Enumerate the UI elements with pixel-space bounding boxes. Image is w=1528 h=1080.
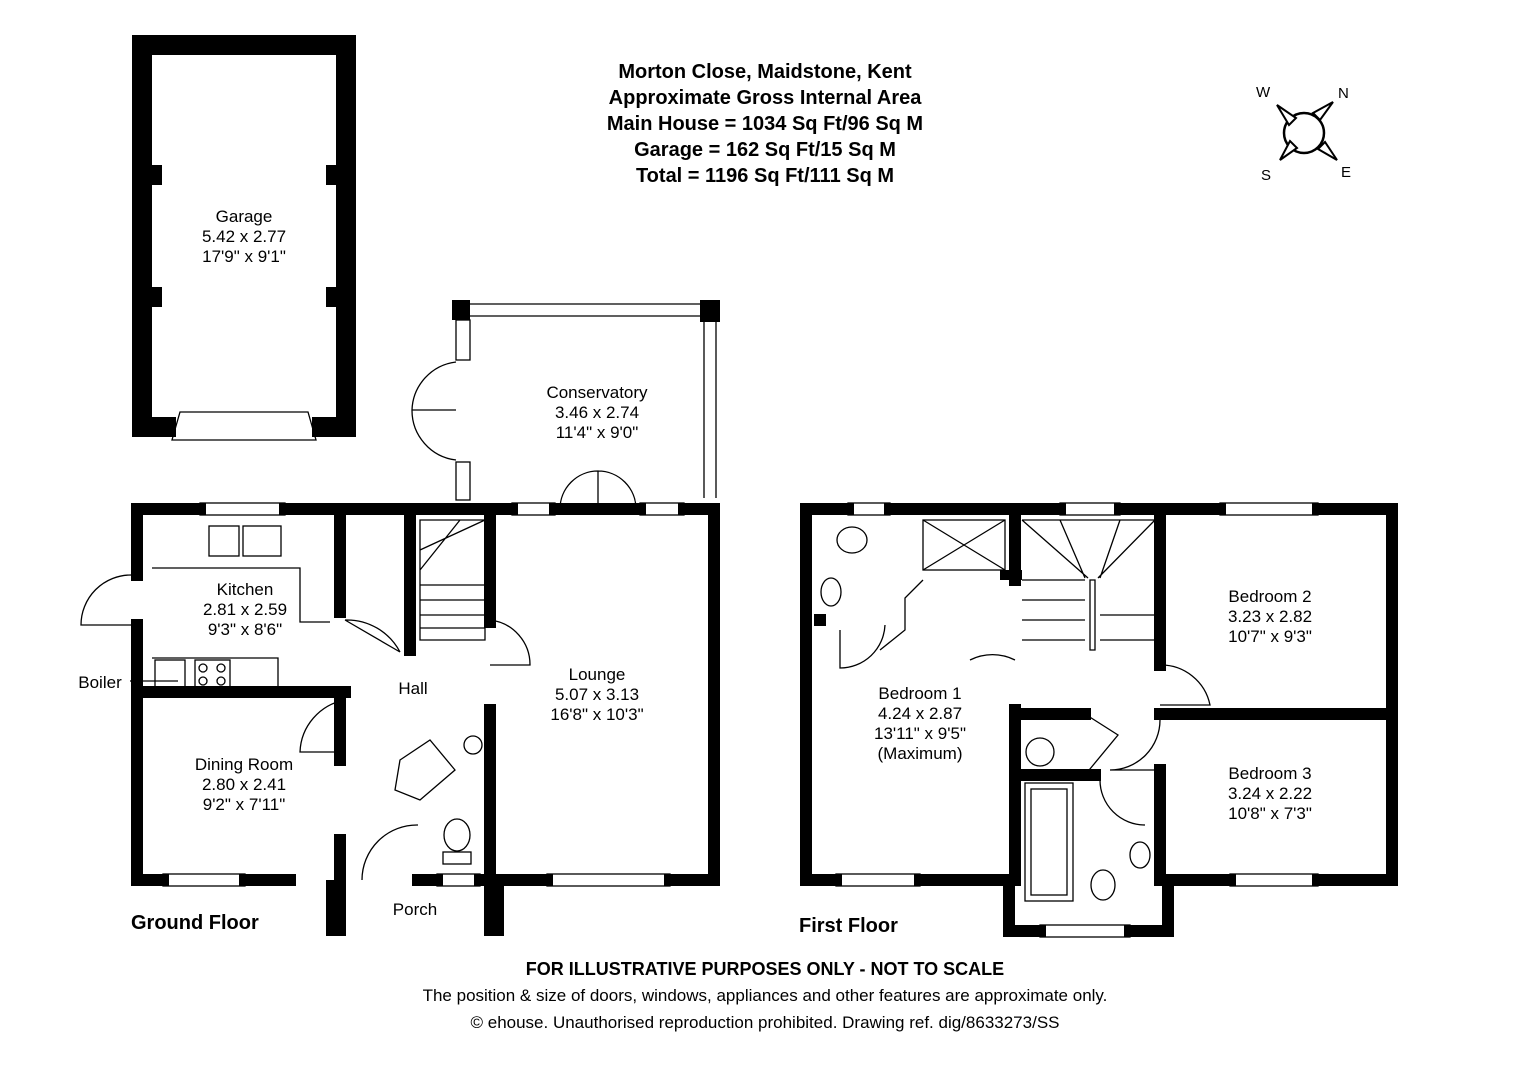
bedroom1-note: (Maximum) [878, 744, 963, 763]
compass-west: W [1256, 84, 1271, 101]
compass-south: S [1261, 167, 1271, 184]
disclaimer: FOR ILLUSTRATIVE PURPOSES ONLY - NOT TO … [526, 959, 1004, 979]
garage-imperial: 17'9" x 9'1" [202, 247, 286, 266]
compass-icon: W N S E [1256, 84, 1351, 184]
footer-note: The position & size of doors, windows, a… [423, 986, 1108, 1005]
compass-east: E [1341, 164, 1351, 181]
kitchen-metric: 2.81 x 2.59 [203, 600, 287, 619]
sink-icon [208, 525, 240, 557]
bedroom3-label: Bedroom 3 [1228, 764, 1311, 783]
garage-label: Garage [216, 207, 273, 226]
bath-icon [1024, 782, 1074, 902]
area-subtitle: Approximate Gross Internal Area [609, 87, 923, 109]
toilet-icon [443, 818, 471, 852]
basin-icon [1129, 841, 1151, 869]
lounge-imperial: 16'8" x 10'3" [550, 705, 643, 724]
conservatory-metric: 3.46 x 2.74 [555, 403, 639, 422]
ground-floor-label: Ground Floor [131, 912, 259, 934]
toilet-icon [1090, 869, 1116, 901]
garage-metric: 5.42 x 2.77 [202, 227, 286, 246]
first-floor-plan: Bedroom 1 4.24 x 2.87 13'11" x 9'5" (Max… [799, 502, 1398, 938]
garage-area: Garage = 162 Sq Ft/15 Sq M [634, 139, 896, 161]
dining-label: Dining Room [195, 755, 293, 774]
first-floor-label: First Floor [799, 915, 898, 937]
total-area: Total = 1196 Sq Ft/111 Sq M [636, 165, 894, 187]
shower-icon [922, 519, 1006, 571]
porch-label: Porch [393, 900, 437, 919]
basin-icon [820, 577, 842, 607]
main-house-area: Main House = 1034 Sq Ft/96 Sq M [607, 113, 923, 135]
lounge-label: Lounge [569, 665, 626, 684]
kitchen-imperial: 9'3" x 8'6" [208, 620, 282, 639]
conservatory-imperial: 11'4" x 9'0" [556, 423, 639, 442]
bedroom1-imperial: 13'11" x 9'5" [874, 724, 966, 743]
bedroom1-label: Bedroom 1 [878, 684, 961, 703]
address: Morton Close, Maidstone, Kent [618, 61, 912, 83]
ground-floor-plan: Kitchen 2.81 x 2.59 9'3" x 8'6" Conserva… [78, 300, 720, 936]
plan-footer: FOR ILLUSTRATIVE PURPOSES ONLY - NOT TO … [423, 959, 1108, 1032]
hall-label: Hall [398, 679, 427, 698]
hob-icon [194, 659, 231, 689]
boiler-icon [154, 659, 186, 689]
bedroom3-metric: 3.24 x 2.22 [1228, 784, 1312, 803]
lounge-metric: 5.07 x 3.13 [555, 685, 639, 704]
bedroom2-imperial: 10'7" x 9'3" [1228, 627, 1312, 646]
compass-north: N [1338, 85, 1349, 102]
dining-imperial: 9'2" x 7'11" [203, 795, 286, 814]
toilet-icon [836, 526, 868, 554]
conservatory-label: Conservatory [546, 383, 648, 402]
bedroom2-label: Bedroom 2 [1228, 587, 1311, 606]
bedroom3-imperial: 10'8" x 7'3" [1228, 804, 1312, 823]
bedroom1-metric: 4.24 x 2.87 [878, 704, 962, 723]
garage-door-icon [171, 411, 317, 441]
basin-icon [463, 735, 483, 755]
boiler-label: Boiler [78, 673, 122, 692]
dining-metric: 2.80 x 2.41 [202, 775, 286, 794]
copyright: © ehouse. Unauthorised reproduction proh… [470, 1013, 1059, 1032]
bedroom2-metric: 3.23 x 2.82 [1228, 607, 1312, 626]
garage-plan: Garage 5.42 x 2.77 17'9" x 9'1" [132, 35, 356, 441]
plan-header: Morton Close, Maidstone, Kent Approximat… [607, 61, 923, 187]
kitchen-label: Kitchen [217, 580, 274, 599]
